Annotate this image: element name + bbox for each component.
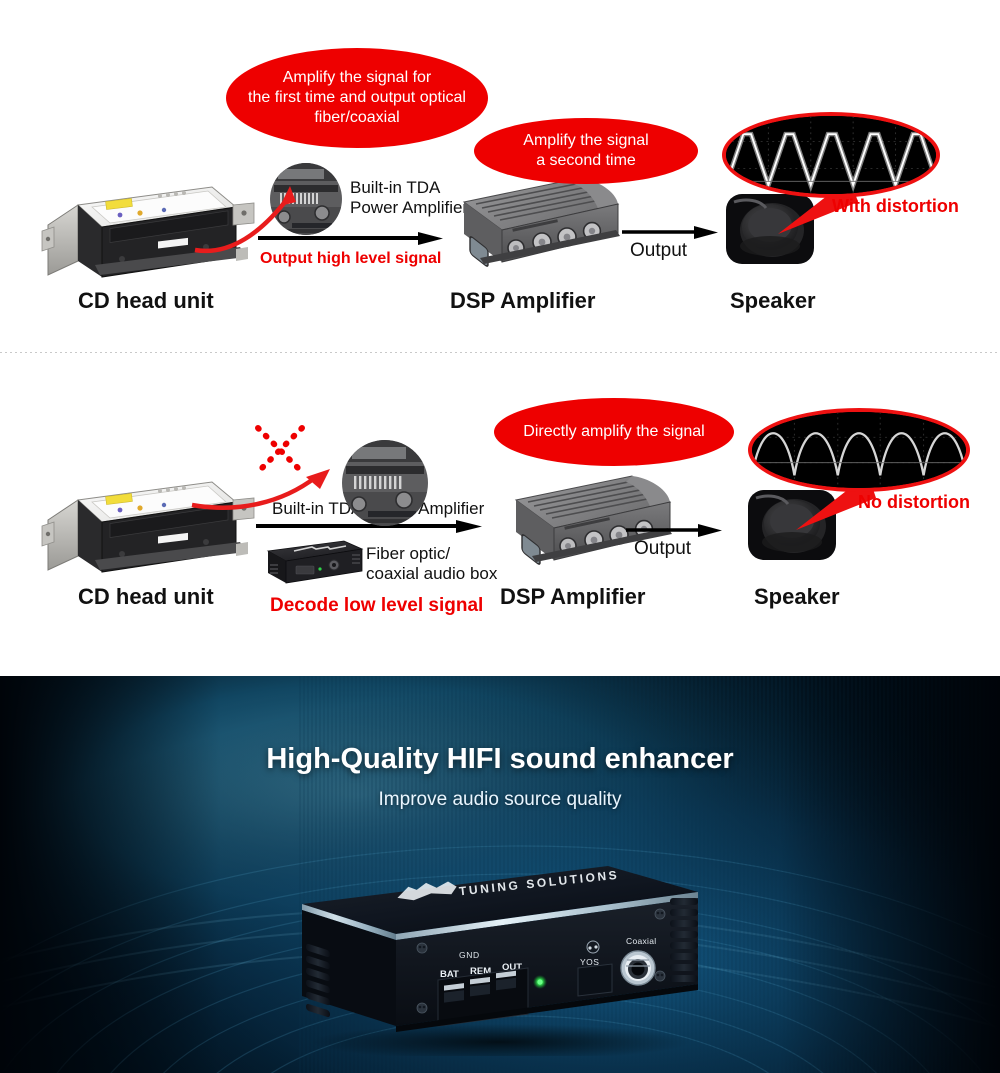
port-label-out: OUT bbox=[502, 962, 522, 973]
bubble-line-1: Amplify the signal bbox=[523, 132, 649, 149]
port-label-gnd: GND bbox=[459, 950, 480, 960]
port-label-bat: BAT bbox=[440, 969, 459, 980]
bubble-text-group: Amplify the signal a second time bbox=[513, 131, 658, 171]
bubble-line-1: Directly amplify the signal bbox=[523, 423, 705, 440]
dsp-amplifier-label-top: DSP Amplifier bbox=[450, 288, 596, 313]
bubble-line-1: Amplify the signal for bbox=[282, 69, 432, 86]
speaker-image-top bbox=[726, 194, 814, 264]
diagram-top-without-decoder: CD head unit Built-in TDA Power Am bbox=[0, 0, 1000, 352]
bubble-line-3: fiber/coaxial bbox=[314, 109, 400, 126]
fiber-optic-box-image bbox=[256, 537, 366, 589]
hero-title: High-Quality HIFI sound enhancer bbox=[266, 743, 734, 775]
red-curved-arrow-top bbox=[194, 186, 296, 254]
tda-caption-line1-top: Built-in TDA bbox=[350, 178, 441, 197]
hero-subtitle: Improve audio source quality bbox=[378, 789, 622, 810]
bubble-line-2: the first time and output optical bbox=[248, 89, 466, 106]
fiber-box-caption-line1: Fiber optic/ bbox=[366, 544, 451, 563]
port-label-yos: YOS bbox=[580, 957, 599, 967]
output-label-top: Output bbox=[630, 240, 688, 261]
speaker-label-bottom: Speaker bbox=[754, 584, 840, 609]
red-x-blocked-path bbox=[255, 425, 305, 475]
bubble-text-group: Directly amplify the signal bbox=[513, 422, 714, 442]
flow-arrow-output-bottom-art bbox=[626, 524, 722, 537]
output-high-level-signal-label: Output high level signal bbox=[260, 250, 442, 267]
scope-with-distortion bbox=[722, 112, 940, 198]
cd-head-unit-label-bottom: CD head unit bbox=[78, 584, 214, 609]
bubble-amplify-first-time: Amplify the signal for the first time an… bbox=[226, 48, 488, 148]
power-led bbox=[537, 979, 543, 985]
diagram-bottom-with-decoder: CD head unit bbox=[0, 352, 1000, 670]
bubble-text-group: Amplify the signal for the first time an… bbox=[238, 68, 476, 128]
speaker-label-top: Speaker bbox=[730, 288, 816, 313]
red-curved-arrow-bottom bbox=[191, 469, 330, 510]
port-label-rem: REM bbox=[470, 966, 491, 977]
section-divider bbox=[0, 352, 1000, 353]
tda-amplifier-closeup-top bbox=[270, 163, 342, 235]
product-device-image: TUNING SOLUTIONS bbox=[278, 856, 722, 1060]
cd-head-unit-image bbox=[40, 165, 260, 285]
flow-arrow-output-high-level bbox=[258, 232, 443, 245]
speaker-image-bottom bbox=[748, 490, 836, 560]
tda-caption-line2-top: Power Amplifier bbox=[350, 198, 469, 217]
hero-banner: High-Quality HIFI sound enhancer Improve… bbox=[0, 676, 1000, 1073]
scope-no-distortion bbox=[748, 408, 970, 492]
bubble-directly-amplify-art: Directly amplify the signal bbox=[494, 398, 734, 466]
tda-amplifier-closeup-bottom bbox=[342, 440, 428, 526]
bubble-amplify-second-time: Amplify the signal a second time bbox=[474, 118, 698, 184]
with-distortion-label: With distortion bbox=[832, 196, 959, 216]
port-label-coaxial: Coaxial bbox=[626, 936, 656, 946]
flow-arrow-output-top bbox=[622, 226, 718, 239]
flow-arrow-to-dsp-bottom bbox=[256, 520, 482, 533]
hero-background bbox=[0, 676, 1000, 1073]
dsp-amplifier-label-bottom: DSP Amplifier bbox=[500, 584, 646, 609]
dsp-amplifier-art-bottom bbox=[492, 470, 674, 570]
cd-head-unit-label-top: CD head unit bbox=[78, 288, 214, 313]
cd-head-unit-image-bottom bbox=[40, 460, 260, 580]
output-label-bottom: Output bbox=[634, 538, 692, 559]
dsp-amplifier-image-top bbox=[440, 172, 622, 272]
fiber-box-caption-line2: coaxial audio box bbox=[366, 564, 498, 583]
no-distortion-label: No distortion bbox=[858, 492, 970, 512]
decode-low-level-signal-label: Decode low level signal bbox=[270, 595, 484, 616]
bubble-line-2: a second time bbox=[536, 152, 636, 169]
